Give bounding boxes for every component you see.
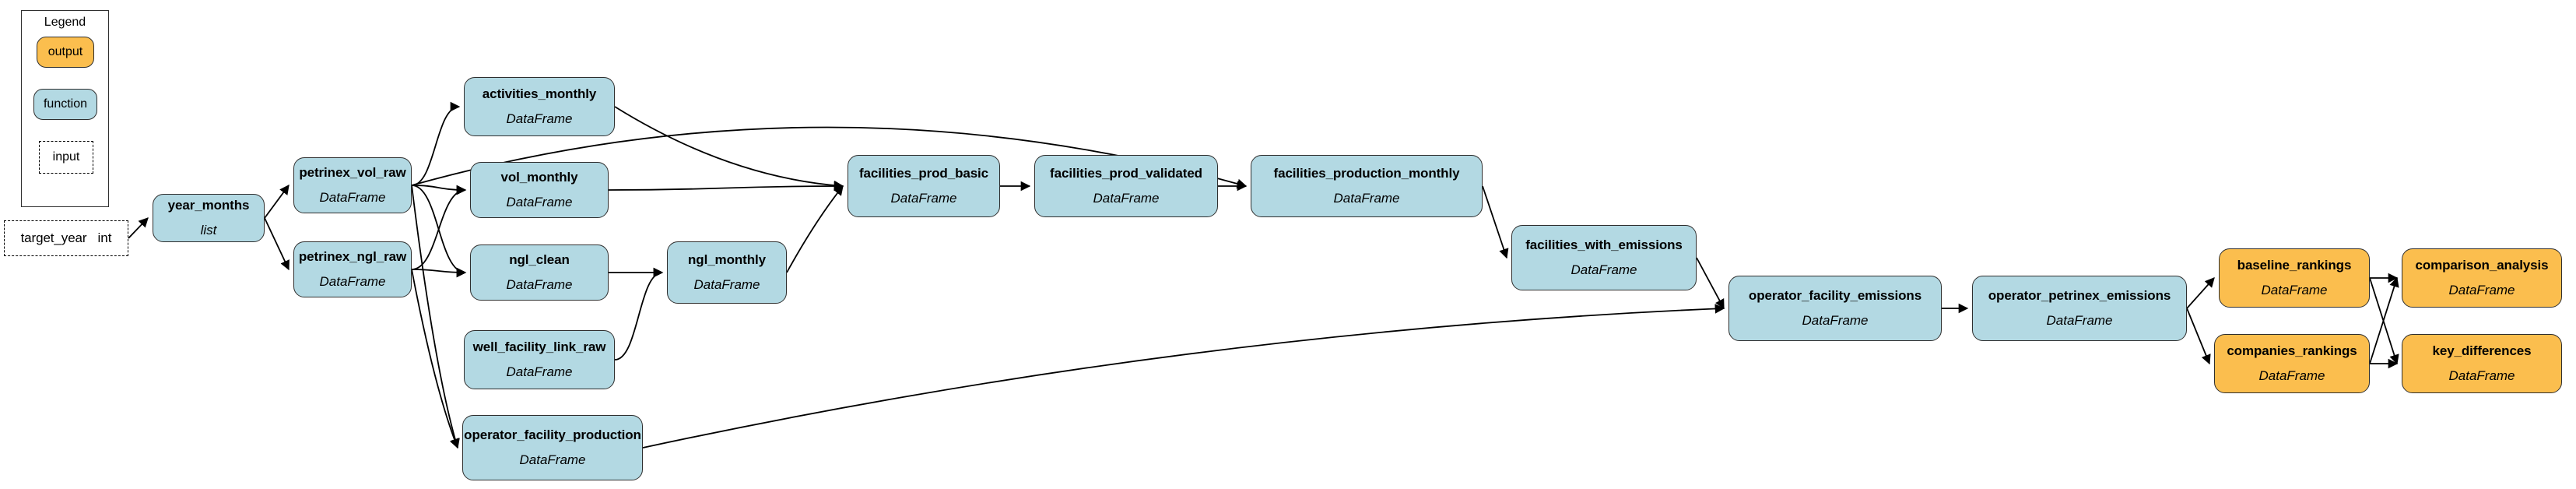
node-type: DataFrame [1093, 191, 1160, 206]
node-type: DataFrame [506, 364, 573, 379]
node-type: DataFrame [2448, 283, 2515, 297]
edge-operator_facility_production-to-operator_facility_emissions [642, 304, 1725, 449]
node-label: key_differences [2432, 343, 2532, 359]
legend-chip-function: function [33, 89, 97, 120]
edge-petrinex_ngl_raw-to-operator_facility_production [411, 269, 459, 449]
node-label: year_months [167, 198, 250, 213]
node-label: well_facility_link_raw [472, 339, 606, 355]
node-type: DataFrame [1802, 313, 1869, 328]
edge-facilities_production_monthly-to-facilities_with_emissions [1482, 185, 1509, 259]
edge-well_facility_link_raw-to-ngl_monthly [614, 267, 664, 361]
edge-year_months-to-petrinex_ngl_raw [264, 217, 290, 271]
edge-baseline_rankings-to-key_differences [2369, 277, 2399, 365]
edge-activities_monthly-to-facilities_prod_basic [614, 106, 844, 191]
node-type: DataFrame [506, 111, 573, 126]
node-label: ngl_monthly [688, 252, 766, 268]
node-label: operator_facility_emissions [1748, 288, 1922, 304]
node-label: comparison_analysis [2415, 258, 2549, 273]
edge-petrinex_vol_raw-to-vol_monthly [411, 185, 467, 195]
node-type: DataFrame [2261, 283, 2328, 297]
node-label: vol_monthly [500, 170, 578, 185]
node-type: DataFrame [693, 277, 760, 292]
edge-vol_monthly-to-facilities_prod_basic [608, 181, 844, 192]
edge-ngl_monthly-to-facilities_prod_basic [786, 185, 844, 273]
edge-operator_petrinex_emissions-to-companies_rankings [2186, 308, 2211, 365]
edge-target_year-to-year_months [128, 217, 149, 239]
edge-facilities_with_emissions-to-operator_facility_emissions [1696, 257, 1725, 310]
node-type: DataFrame [890, 191, 957, 206]
edge-petrinex_vol_raw-to-operator_facility_production [411, 185, 460, 449]
edge-operator_petrinex_emissions-to-baseline_rankings [2186, 277, 2215, 309]
node-type: DataFrame [2258, 368, 2325, 383]
node-type: list [200, 223, 217, 237]
node-type: int [97, 230, 112, 246]
node-type: DataFrame [506, 195, 573, 209]
legend-label-output: output [47, 45, 83, 58]
node-label: target_year [20, 230, 87, 246]
edge-petrinex_ngl_raw-to-vol_monthly [411, 185, 467, 270]
edge-companies_rankings-to-comparison_analysis [2369, 276, 2399, 364]
node-label: companies_rankings [2227, 343, 2357, 359]
node-type: DataFrame [319, 190, 386, 205]
node-target_year[interactable]: target_year int [4, 220, 128, 256]
legend-title: Legend [44, 16, 86, 29]
legend-chip-output: output [37, 37, 94, 68]
node-type: DataFrame [506, 277, 573, 292]
node-label: petrinex_vol_raw [299, 165, 406, 181]
node-type: DataFrame [519, 452, 586, 467]
node-type: DataFrame [1571, 262, 1637, 277]
edge-petrinex_ngl_raw-to-ngl_clean [411, 267, 467, 278]
node-type: DataFrame [1333, 191, 1400, 206]
node-label: baseline_rankings [2237, 258, 2352, 273]
legend-label-function: function [43, 97, 88, 111]
legend-label-input: input [52, 150, 80, 164]
node-label: activities_monthly [482, 86, 597, 102]
node-type: DataFrame [2448, 368, 2515, 383]
legend-chip-input: input [39, 141, 93, 174]
node-label: operator_facility_production [464, 427, 641, 443]
edge-year_months-to-petrinex_vol_raw [264, 184, 290, 219]
node-label: facilities_with_emissions [1525, 237, 1683, 253]
node-label: petrinex_ngl_raw [298, 249, 407, 265]
node-label: facilities_prod_validated [1050, 166, 1202, 181]
legend-panel: Legend output function input [21, 10, 109, 207]
edge-petrinex_vol_raw-to-ngl_clean [411, 185, 467, 278]
node-type: DataFrame [319, 274, 386, 289]
edge-petrinex_vol_raw-to-activities_monthly [411, 101, 461, 186]
node-label: operator_petrinex_emissions [1988, 288, 2171, 304]
node-label: facilities_production_monthly [1273, 166, 1460, 181]
node-label: facilities_prod_basic [858, 166, 989, 181]
node-label: ngl_clean [509, 252, 570, 268]
node-type: DataFrame [2046, 313, 2113, 328]
